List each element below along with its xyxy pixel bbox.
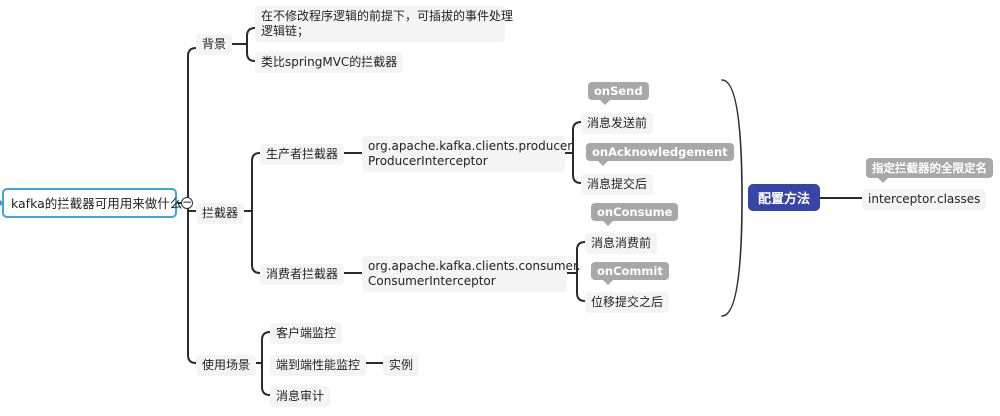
collapse-toggle-icon[interactable]: − [181, 195, 193, 209]
tag-fully-qualified-name: 指定拦截器的全限定名 [866, 158, 993, 183]
usage-example[interactable]: 实例 [383, 355, 420, 376]
background-springmvc[interactable]: 类比springMVC的拦截器 [255, 52, 404, 73]
tag-onsend: onSend [588, 82, 649, 105]
consumer-after-offset-commit[interactable]: 位移提交之后 [585, 292, 670, 313]
topic-usage-scenarios[interactable]: 使用场景 [196, 355, 257, 376]
config-interceptor-classes[interactable]: interceptor.classes [862, 189, 987, 210]
usage-end-to-end-monitoring[interactable]: 端到端性能监控 [270, 355, 367, 376]
tag-onacknowledgement: onAcknowledgement [586, 143, 734, 166]
config-method-topic[interactable]: 配置方法 [748, 184, 820, 211]
background-note[interactable]: 在不修改程序逻辑的前提下，可插拔的事件处理 逻辑链； [255, 6, 514, 42]
tag-oncommit: onCommit [591, 262, 669, 285]
topic-interceptor[interactable]: 拦截器 [196, 203, 245, 224]
producer-interceptor-class[interactable]: org.apache.kafka.clients.producer. Produ… [362, 136, 575, 172]
tag-onconsume: onConsume [591, 203, 679, 226]
root-label: kafka的拦截器可用用来做什么? [11, 195, 189, 211]
topic-background[interactable]: 背景 [196, 34, 233, 55]
consumer-before-consume[interactable]: 消息消费前 [585, 233, 658, 254]
root-topic[interactable]: kafka的拦截器可用用来做什么? [2, 188, 189, 218]
background-note-line-2: 逻辑链； [261, 24, 310, 38]
usage-message-audit[interactable]: 消息审计 [270, 386, 331, 407]
usage-client-monitoring[interactable]: 客户端监控 [270, 323, 343, 344]
producer-before-send[interactable]: 消息发送前 [581, 113, 654, 134]
background-note-line-1: 在不修改程序逻辑的前提下，可插拔的事件处理 [261, 9, 514, 23]
topic-consumer-interceptor[interactable]: 消费者拦截器 [260, 264, 345, 285]
consumer-interceptor-class[interactable]: org.apache.kafka.clients.consumer. Consu… [362, 256, 581, 292]
producer-after-commit[interactable]: 消息提交后 [581, 174, 654, 195]
topic-producer-interceptor[interactable]: 生产者拦截器 [260, 144, 345, 165]
